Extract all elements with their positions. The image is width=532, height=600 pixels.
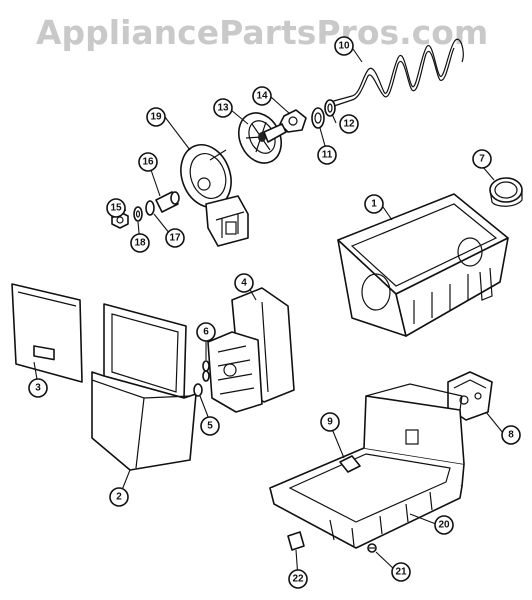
cam-plate-part-19 bbox=[180, 144, 249, 247]
callout-label-7: 7 bbox=[479, 154, 485, 165]
callout-7: 7 bbox=[472, 149, 492, 169]
callout-4: 4 bbox=[234, 273, 254, 293]
washer-part-5 bbox=[193, 383, 203, 397]
callout-label-21: 21 bbox=[395, 567, 407, 578]
ring-part-7 bbox=[489, 177, 523, 207]
callout-13: 13 bbox=[213, 98, 233, 118]
callout-label-5: 5 bbox=[207, 421, 213, 432]
clip-part-9 bbox=[339, 455, 361, 473]
callout-label-9: 9 bbox=[327, 417, 333, 428]
callout-label-10: 10 bbox=[338, 41, 350, 52]
callout-21: 21 bbox=[391, 562, 411, 582]
callout-3: 3 bbox=[28, 378, 48, 398]
callout-label-6: 6 bbox=[203, 327, 209, 338]
callout-label-3: 3 bbox=[35, 383, 41, 394]
callout-17: 17 bbox=[165, 228, 185, 248]
ice-bucket-part-1 bbox=[337, 193, 509, 337]
callout-15: 15 bbox=[106, 198, 126, 218]
callout-label-2: 2 bbox=[116, 492, 122, 503]
door-flap-part-3 bbox=[11, 283, 83, 383]
screw-part-6 bbox=[202, 360, 210, 382]
callout-label-20: 20 bbox=[438, 520, 450, 531]
callout-label-13: 13 bbox=[217, 103, 229, 114]
callout-5: 5 bbox=[200, 416, 220, 436]
callout-14: 14 bbox=[252, 86, 272, 106]
screw-part-21 bbox=[367, 543, 377, 553]
callout-label-11: 11 bbox=[322, 150, 333, 161]
callout-label-1: 1 bbox=[371, 199, 377, 210]
callout-label-18: 18 bbox=[134, 238, 146, 249]
housing-part-2 bbox=[91, 303, 197, 471]
coupler-part-14 bbox=[279, 109, 307, 133]
watermark-text: AppliancePartsPros.com bbox=[36, 13, 488, 52]
callout-20: 20 bbox=[434, 515, 454, 535]
callout-label-15: 15 bbox=[110, 203, 122, 214]
callout-label-14: 14 bbox=[256, 91, 268, 102]
callout-12: 12 bbox=[339, 114, 359, 134]
block-part-22 bbox=[287, 531, 305, 551]
callout-label-19: 19 bbox=[150, 112, 162, 123]
callout-8: 8 bbox=[501, 425, 521, 445]
callout-label-4: 4 bbox=[241, 278, 247, 289]
callout-16: 16 bbox=[138, 152, 158, 172]
callout-label-8: 8 bbox=[508, 430, 514, 441]
callout-1: 1 bbox=[364, 194, 384, 214]
sleeve-part-16 bbox=[155, 191, 180, 213]
callout-2: 2 bbox=[109, 487, 129, 507]
auger-coil-part bbox=[329, 38, 464, 107]
callout-label-12: 12 bbox=[343, 119, 355, 130]
bushing-part-11 bbox=[311, 107, 325, 129]
callout-19: 19 bbox=[146, 107, 166, 127]
callout-6: 6 bbox=[196, 322, 216, 342]
callout-label-22: 22 bbox=[292, 574, 304, 585]
washer-part-18 bbox=[133, 206, 143, 222]
tray-base-part-20 bbox=[269, 383, 465, 549]
callout-22: 22 bbox=[288, 569, 308, 589]
washer-part-12 bbox=[324, 99, 336, 117]
washer-part-17 bbox=[145, 200, 155, 216]
drive-wheel-part-13 bbox=[238, 112, 287, 164]
callout-9: 9 bbox=[320, 412, 340, 432]
callout-11: 11 bbox=[317, 145, 337, 165]
callout-10: 10 bbox=[334, 36, 354, 56]
callout-label-17: 17 bbox=[169, 233, 181, 244]
callout-label-16: 16 bbox=[142, 157, 154, 168]
callout-18: 18 bbox=[130, 233, 150, 253]
motor-part-4 bbox=[207, 287, 295, 413]
